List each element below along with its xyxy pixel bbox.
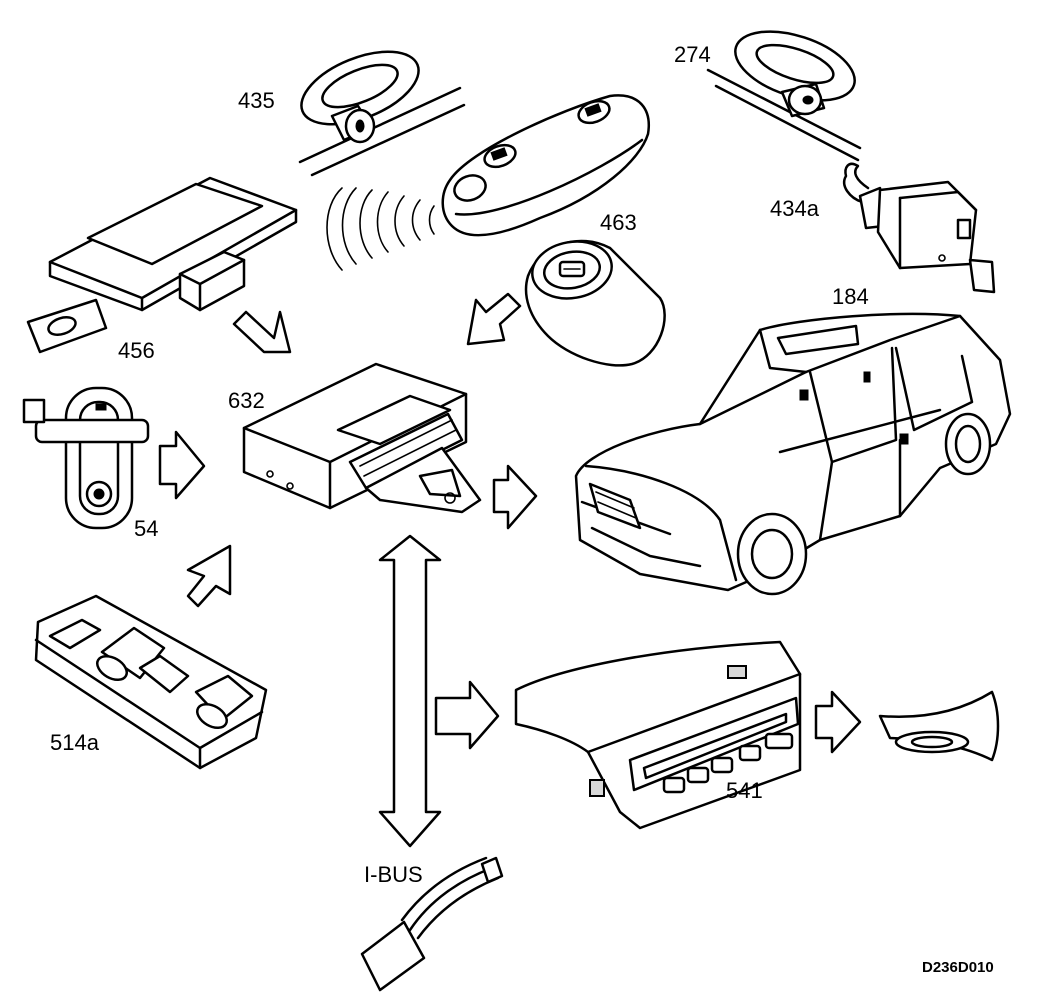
arrow-54-to-632 (158, 430, 206, 500)
trunk-actuator-434a (843, 162, 996, 294)
arrow-bus-to-541 (434, 680, 500, 750)
figure-reference: D236D010 (922, 959, 994, 976)
arrow-514a-to-632 (186, 544, 232, 608)
label-184: 184 (832, 284, 869, 309)
i-bus-connector (360, 856, 504, 992)
label-632: 632 (228, 388, 265, 413)
door-handle-274 (706, 30, 862, 162)
window-switch-panel-514a (34, 594, 268, 770)
label-434a: 434a (770, 196, 819, 221)
label-541: 541 (726, 778, 763, 803)
arrow-456-to-632 (232, 310, 292, 354)
label-514a: 514a (50, 730, 99, 755)
label-463: 463 (600, 210, 637, 235)
arrow-541-to-horn (814, 690, 862, 754)
label-435: 435 (238, 88, 275, 113)
control-module-456 (26, 176, 298, 354)
central-control-unit-632 (242, 362, 482, 514)
label-274: 274 (674, 42, 711, 67)
label-54: 54 (134, 516, 159, 541)
i-bus-arrow (378, 534, 442, 848)
info-display-541 (514, 640, 802, 830)
label-456: 456 (118, 338, 155, 363)
horn (878, 690, 1000, 762)
lock-switch-54 (22, 386, 150, 530)
arrow-463-to-632 (466, 292, 522, 346)
arrow-632-to-car (492, 464, 538, 530)
ignition-switch-463 (524, 239, 666, 367)
remote-key-fob (326, 94, 650, 271)
door-handle-435 (298, 50, 466, 177)
label-i-bus: I-BUS (364, 862, 423, 887)
car-184 (574, 312, 1012, 596)
